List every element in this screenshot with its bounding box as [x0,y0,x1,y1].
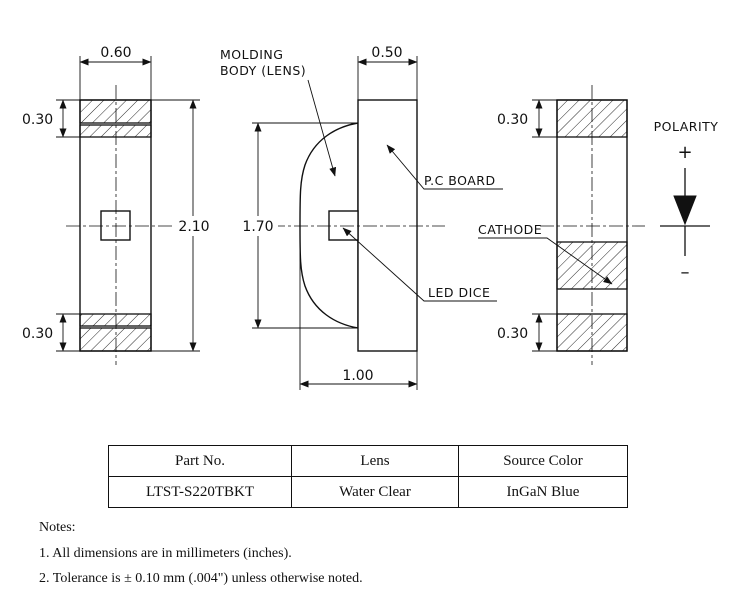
table-cell: InGaN Blue [458,476,628,508]
pc-board-label: P.C BOARD [424,173,496,188]
label-knockout [174,216,214,236]
front-bottom-strip [79,313,152,327]
table-header-cell: Source Color [458,445,628,477]
board-width-label: 0.50 [371,45,402,61]
note-item: 1. All dimensions are in millimeters (in… [39,546,292,561]
notes-title: Notes: [39,520,76,535]
molding-body-label-line1: MOLDING [220,47,283,62]
total-length-label: 2.10 [178,219,209,235]
table-cell: Water Clear [291,476,459,508]
led-dice [328,210,359,241]
front-top-hatch [79,99,152,124]
back-top-band-label: 0.30 [497,112,528,128]
back-view: 0.30 0.30 CATHODE POLARITY + – [478,85,718,365]
part-spec-table: Part No. Lens Source Color LTST-S220TBKT… [108,445,628,508]
polarity-plus-sign: + [677,142,692,163]
polarity-label: POLARITY [654,119,719,134]
side-view: 1.70 0.50 1.00 MOLDING BODY (LENS) P.C B… [220,45,503,390]
front-top-strip [79,124,152,138]
front-top-band-label: 0.30 [22,112,53,128]
front-bottom-hatch [79,327,152,352]
cathode-leader [478,237,613,285]
diode-symbol-icon [673,195,697,226]
pc-board [357,99,418,352]
total-depth-label: 1.00 [342,368,373,384]
polarity-minus-sign: – [681,262,690,283]
front-die-square [100,210,131,241]
pc-board-leader [386,144,503,190]
led-dice-leader [342,227,497,302]
front-view: 0.60 0.30 0.30 2.10 [22,45,214,365]
note-item: 2. Tolerance is ± 0.10 mm (.004") unless… [39,571,363,586]
cathode-label: CATHODE [478,222,542,237]
front-bottom-band-label: 0.30 [22,326,53,342]
front-width-label: 0.60 [100,45,131,61]
table-header-cell: Part No. [108,445,292,477]
lens-height-label: 1.70 [242,219,273,235]
table-header-cell: Lens [291,445,459,477]
table-row: LTST-S220TBKT Water Clear InGaN Blue [108,476,628,508]
led-dice-label: LED DICE [428,285,490,300]
molding-body-label-line2: BODY (LENS) [220,63,306,78]
molding-body-leader [307,79,337,177]
led-package-drawing: 0.60 0.30 0.30 2.10 1.70 0.50 [22,45,718,390]
table-header-row: Part No. Lens Source Color [108,445,628,477]
back-bottom-band-label: 0.30 [497,326,528,342]
label-knockout [238,216,278,236]
table-cell: LTST-S220TBKT [108,476,292,508]
